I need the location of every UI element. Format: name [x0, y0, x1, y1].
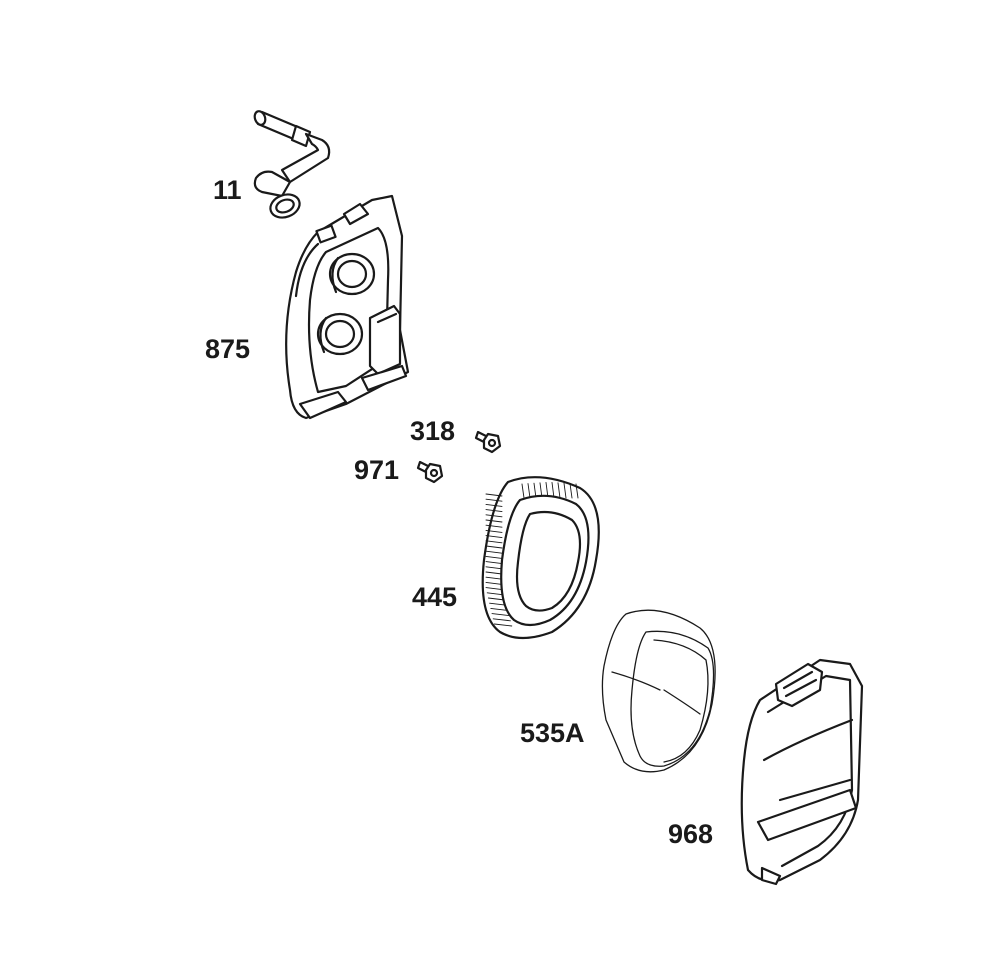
filter-pleat-line [485, 576, 503, 580]
filter-pleat-line [493, 623, 513, 627]
callout-318: 318 [410, 416, 455, 446]
filter-pleat-line [492, 618, 511, 622]
filter-pleat-line [485, 566, 503, 570]
filter-pleat-line [485, 535, 503, 539]
filter-pleat-line [485, 529, 503, 533]
filter-pleat-line [575, 483, 579, 499]
filter-pleat-line [491, 613, 510, 617]
filter-pleat-line [521, 483, 525, 499]
filter-pleat-line [485, 498, 503, 502]
filter-pleat-line [485, 493, 503, 497]
filter-pleat-line [551, 481, 555, 499]
filter-pleat-line [485, 514, 503, 518]
callout-11: 11 [213, 175, 242, 205]
filter-pleat-line [569, 483, 573, 499]
filter-pleat-line [485, 540, 503, 544]
filter-pleat-line [485, 509, 503, 513]
filter-pleat-line [557, 482, 561, 499]
filter-pleat-line [486, 592, 504, 596]
filter-pleat-line [485, 524, 503, 528]
filter-pleat-line [485, 561, 503, 565]
air-cleaner-cover-part [740, 658, 864, 886]
filter-pleat-line [485, 503, 503, 507]
filter-pleat-line [485, 555, 503, 559]
callout-445: 445 [412, 582, 457, 612]
filter-pleat-line [485, 581, 503, 585]
filter-pleat-line [487, 597, 506, 601]
callout-535a: 535A [520, 718, 585, 748]
filter-pleat-line [489, 602, 507, 606]
filter-pleat-line [490, 607, 509, 611]
filter-pleat-line [563, 482, 567, 499]
filter-pleat-line [527, 483, 531, 499]
air-filter-cartridge-part [481, 476, 600, 640]
callout-971: 971 [354, 455, 399, 485]
filter-pleat-line [485, 545, 503, 549]
filter-pleat-line [485, 550, 503, 554]
callout-875: 875 [205, 334, 250, 364]
filter-pleat-line [485, 587, 503, 591]
screw-318-part [474, 430, 502, 454]
pre-cleaner-part [601, 609, 716, 773]
callout-968: 968 [668, 819, 713, 849]
air-cleaner-base-part [285, 194, 410, 420]
breather-tube-part [253, 110, 331, 219]
filter-pleat-line [485, 519, 503, 523]
screw-971-part [416, 460, 444, 484]
filter-pleat-line [485, 571, 503, 575]
